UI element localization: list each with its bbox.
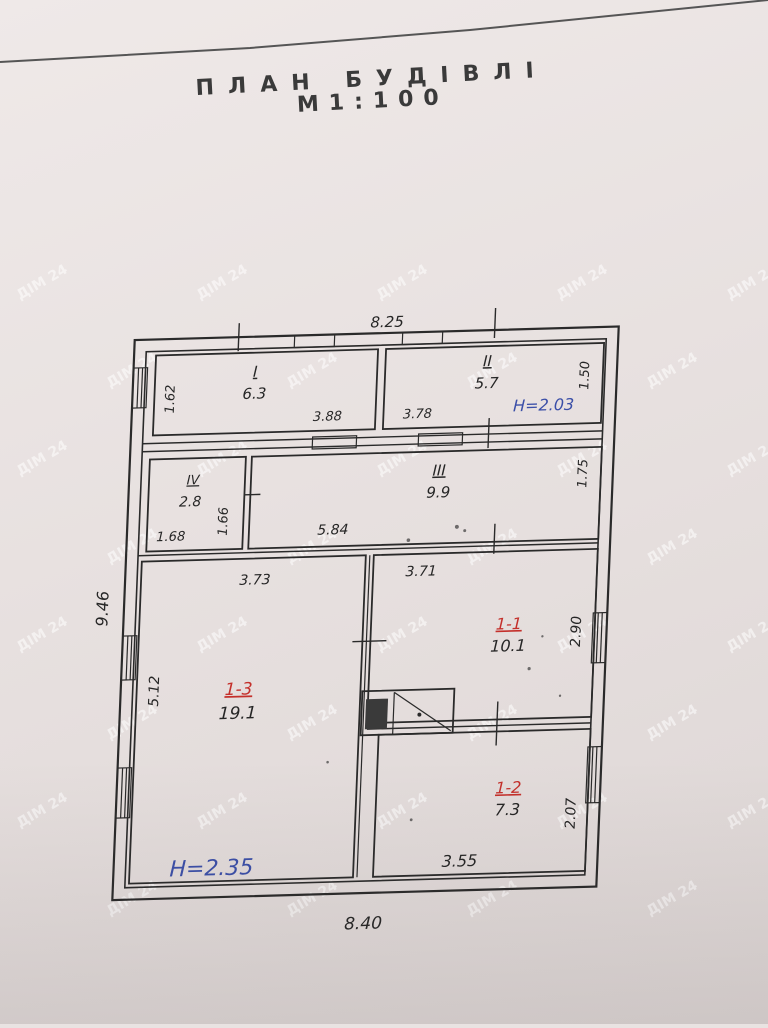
room-II-number: II [483, 352, 493, 370]
room-1-1-width-dim: 3.71 [405, 563, 437, 580]
room-I-width-dim: 3.88 [313, 409, 343, 425]
dimension-top: 8.25 [370, 313, 404, 332]
watermark-text: ДІМ 24 [14, 261, 71, 303]
watermark-text: ДІМ 24 [284, 701, 341, 743]
watermark-text: ДІМ 24 [14, 613, 71, 655]
room-III-area: 9.9 [426, 483, 451, 502]
outer-wall-inner-line [125, 339, 606, 888]
room-1-2-area: 7.3 [494, 800, 520, 820]
room-1-3-height-dim: 5.12 [146, 675, 163, 707]
room-1-1-area: 10.1 [490, 636, 526, 656]
watermark-text: ДІМ 24 [374, 789, 431, 831]
watermark-text: ДІМ 24 [724, 261, 768, 303]
watermark-text: ДІМ 24 [14, 437, 71, 479]
watermark-text: ДІМ 24 [464, 877, 521, 919]
room-II-height-dim: 1.50 [577, 361, 593, 390]
watermark-text: ДІМ 24 [644, 525, 701, 567]
room-III-number: III [432, 461, 447, 479]
dimension-bottom: 8.40 [344, 914, 383, 935]
watermark-text: ДІМ 24 [554, 261, 611, 303]
watermark-text: ДІМ 24 [284, 349, 341, 391]
watermark-text: ДІМ 24 [374, 613, 431, 655]
watermark-text: ДІМ 24 [194, 613, 251, 655]
ceiling-height-upper: H=2.03 [513, 395, 575, 416]
plan-drawing: 8.25 8.40 9.46 I 6.3 1.62 3.88 II 5.7 3.… [80, 305, 620, 942]
watermark-text: ДІМ 24 [374, 261, 431, 303]
room-IV-number: IV [186, 473, 200, 488]
room-I-area: 6.3 [242, 384, 267, 403]
room-1-3-number: 1-3 [224, 679, 253, 700]
room-1-1-height-dim: 2.90 [568, 615, 585, 647]
stove-firebox [365, 699, 388, 730]
watermark-text: ДІМ 24 [724, 613, 768, 655]
sheet-edge-line [0, 0, 768, 62]
room-1-3-area: 19.1 [218, 703, 257, 724]
watermark-text: ДІМ 24 [194, 261, 251, 303]
room-1-2-height-dim: 2.07 [563, 797, 580, 829]
room-III-outline [248, 447, 602, 549]
room-III-height-dim: 1.75 [575, 459, 591, 488]
room-II-width-dim: 3.78 [403, 407, 433, 423]
room-I-height-dim: 1.62 [163, 384, 179, 413]
watermark-text: ДІМ 24 [644, 701, 701, 743]
room-IV-height-dim: 1.66 [216, 507, 232, 536]
room-1-3-width-dim: 3.73 [239, 572, 271, 589]
room-IV-width-dim: 1.68 [156, 529, 186, 545]
watermark-text: ДІМ 24 [194, 789, 251, 831]
watermark-text: ДІМ 24 [644, 349, 701, 391]
dimension-left: 9.46 [92, 591, 112, 627]
room-II-area: 5.7 [474, 374, 499, 393]
room-I-number: I [253, 363, 259, 381]
room-1-2-number: 1-2 [495, 778, 522, 798]
ceiling-height-lower: H=2.35 [169, 855, 254, 882]
room-III-width-dim: 5.84 [317, 522, 349, 539]
room-1-2-width-dim: 3.55 [441, 851, 477, 871]
watermark-text: ДІМ 24 [644, 877, 701, 919]
watermark-text: ДІМ 24 [464, 701, 521, 743]
room-1-1-number: 1-1 [495, 614, 522, 634]
room-IV-area: 2.8 [179, 494, 202, 511]
watermark-text: ДІМ 24 [724, 789, 768, 831]
watermark-text: ДІМ 24 [724, 437, 768, 479]
watermark-text: ДІМ 24 [14, 789, 71, 831]
